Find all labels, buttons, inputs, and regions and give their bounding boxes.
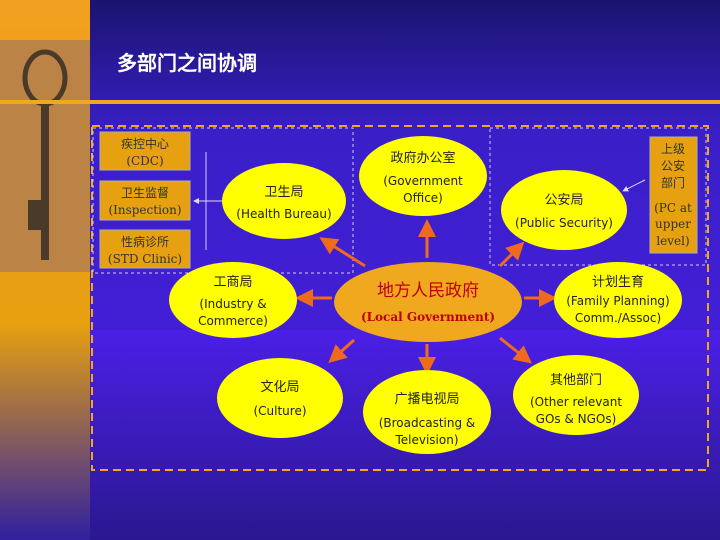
side-box-std-clinic: 性病诊所 (STD Clinic) bbox=[99, 229, 191, 269]
svg-text:部门: 部门 bbox=[661, 175, 685, 190]
svg-text:(PC at: (PC at bbox=[654, 201, 692, 215]
svg-text:性病诊所: 性病诊所 bbox=[121, 234, 169, 249]
svg-text:(STD Clinic): (STD Clinic) bbox=[108, 252, 182, 266]
upper-pc-arrow bbox=[622, 179, 646, 192]
svg-text:公安局: 公安局 bbox=[544, 193, 583, 208]
outer-dashed-box bbox=[91, 125, 709, 471]
svg-text:(Public Security): (Public Security) bbox=[515, 216, 613, 230]
node-government-office: 政府办公室 (Government Office) bbox=[359, 136, 487, 216]
svg-text:(Broadcasting &: (Broadcasting & bbox=[379, 416, 476, 430]
svg-text:(Industry &: (Industry & bbox=[199, 297, 266, 311]
svg-text:level): level) bbox=[656, 234, 689, 248]
node-broadcasting-television: 广播电视局 (Broadcasting & Television) bbox=[363, 370, 491, 454]
node-health-bureau: 卫生局 (Health Bureau) bbox=[222, 163, 346, 239]
svg-text:公安: 公安 bbox=[661, 158, 685, 173]
node-culture: 文化局 (Culture) bbox=[217, 358, 343, 438]
node-public-security: 公安局 (Public Security) bbox=[501, 170, 627, 250]
node-local-government: 地方人民政府 (Local Government) bbox=[334, 262, 522, 342]
svg-text:(Inspection): (Inspection) bbox=[108, 203, 181, 217]
svg-text:卫生监督: 卫生监督 bbox=[121, 185, 169, 200]
svg-text:(Culture): (Culture) bbox=[253, 404, 306, 418]
svg-text:(CDC): (CDC) bbox=[126, 154, 163, 168]
svg-text:(Family Planning): (Family Planning) bbox=[566, 294, 669, 308]
side-box-inspection: 卫生监督 (Inspection) bbox=[99, 180, 191, 221]
node-other-departments: 其他部门 (Other relevant GOs & NGOs) bbox=[513, 355, 639, 435]
svg-text:地方人民政府: 地方人民政府 bbox=[377, 281, 479, 301]
svg-text:upper: upper bbox=[655, 217, 691, 231]
side-box-cdc: 疾控中心 (CDC) bbox=[99, 131, 191, 171]
svg-text:(Other relevant: (Other relevant bbox=[530, 395, 622, 409]
svg-text:GOs & NGOs): GOs & NGOs) bbox=[536, 412, 617, 426]
svg-text:计划生育: 计划生育 bbox=[592, 274, 644, 290]
svg-text:(Health Bureau): (Health Bureau) bbox=[236, 207, 331, 221]
svg-text:(Local Government): (Local Government) bbox=[361, 310, 495, 324]
key-image bbox=[0, 40, 90, 272]
slide-title: 多部门之间协调 bbox=[117, 51, 257, 75]
svg-text:Commerce): Commerce) bbox=[198, 314, 268, 328]
svg-text:工商局: 工商局 bbox=[213, 275, 252, 290]
svg-text:Television): Television) bbox=[394, 433, 458, 447]
node-family-planning: 计划生育 (Family Planning) Comm./Assoc) bbox=[554, 262, 682, 338]
svg-text:疾控中心: 疾控中心 bbox=[121, 136, 169, 151]
svg-text:广播电视局: 广播电视局 bbox=[394, 392, 459, 407]
svg-text:上级: 上级 bbox=[661, 142, 685, 156]
svg-text:其他部门: 其他部门 bbox=[550, 373, 602, 388]
svg-text:Office): Office) bbox=[403, 191, 443, 205]
security-group-box bbox=[489, 127, 707, 266]
svg-text:Comm./Assoc): Comm./Assoc) bbox=[575, 311, 661, 325]
arrows bbox=[295, 219, 557, 375]
svg-text:政府办公室: 政府办公室 bbox=[390, 150, 455, 166]
upper-pc-box: 上级 公安 部门 (PC at upper level) bbox=[649, 136, 698, 254]
svg-text:(Government: (Government bbox=[383, 174, 463, 188]
svg-text:卫生局: 卫生局 bbox=[264, 185, 303, 200]
svg-text:文化局: 文化局 bbox=[260, 380, 299, 395]
node-industry-commerce: 工商局 (Industry & Commerce) bbox=[169, 262, 297, 338]
title-rule bbox=[0, 100, 720, 104]
